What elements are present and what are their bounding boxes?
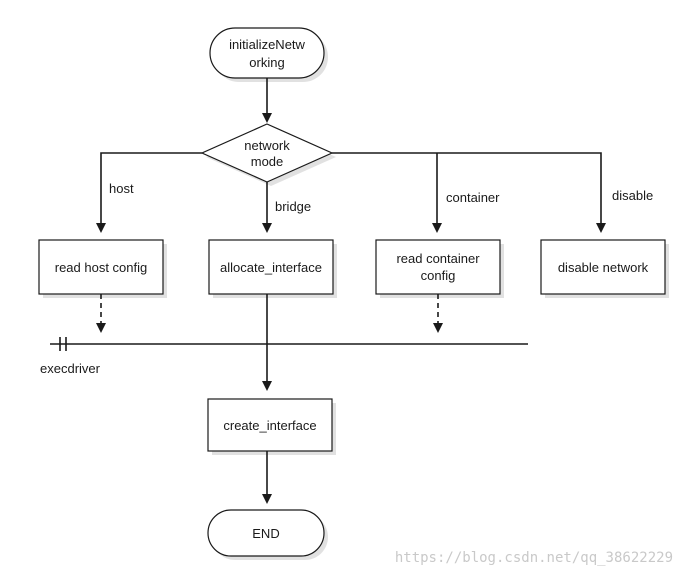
start-node-label-line1: initializeNetw xyxy=(229,37,305,52)
edge-label-host: host xyxy=(109,181,134,196)
start-node: initializeNetw orking xyxy=(209,27,328,82)
edge-label-disable: disable xyxy=(612,188,653,203)
create-interface-label: create_interface xyxy=(223,418,316,433)
read-container-config-box: read container config xyxy=(375,239,504,298)
start-node-label-line2: orking xyxy=(249,55,284,70)
end-node: END xyxy=(207,509,328,560)
edge-host xyxy=(96,152,202,233)
edge-disable xyxy=(332,152,606,233)
edge-label-bridge: bridge xyxy=(275,199,311,214)
read-container-config-label-line2: config xyxy=(421,268,456,283)
allocate-interface-box: allocate_interface xyxy=(208,239,337,298)
watermark-text: https://blog.csdn.net/qq_38622229 xyxy=(395,550,673,566)
create-interface-box: create_interface xyxy=(207,398,336,455)
execdriver-label: execdriver xyxy=(40,361,101,376)
allocate-interface-label: allocate_interface xyxy=(220,260,322,275)
disable-network-label: disable network xyxy=(558,260,649,275)
decision-node-label-line1: network xyxy=(244,138,290,153)
read-container-config-label-line1: read container xyxy=(396,251,480,266)
execdriver-line xyxy=(50,337,528,351)
read-host-config-label: read host config xyxy=(55,260,148,275)
read-host-config-box: read host config xyxy=(38,239,167,298)
disable-network-box: disable network xyxy=(540,239,669,298)
end-node-label: END xyxy=(252,526,279,541)
edge-label-container: container xyxy=(446,190,500,205)
decision-node-label-line2: mode xyxy=(251,154,284,169)
decision-node: network mode xyxy=(200,123,336,186)
